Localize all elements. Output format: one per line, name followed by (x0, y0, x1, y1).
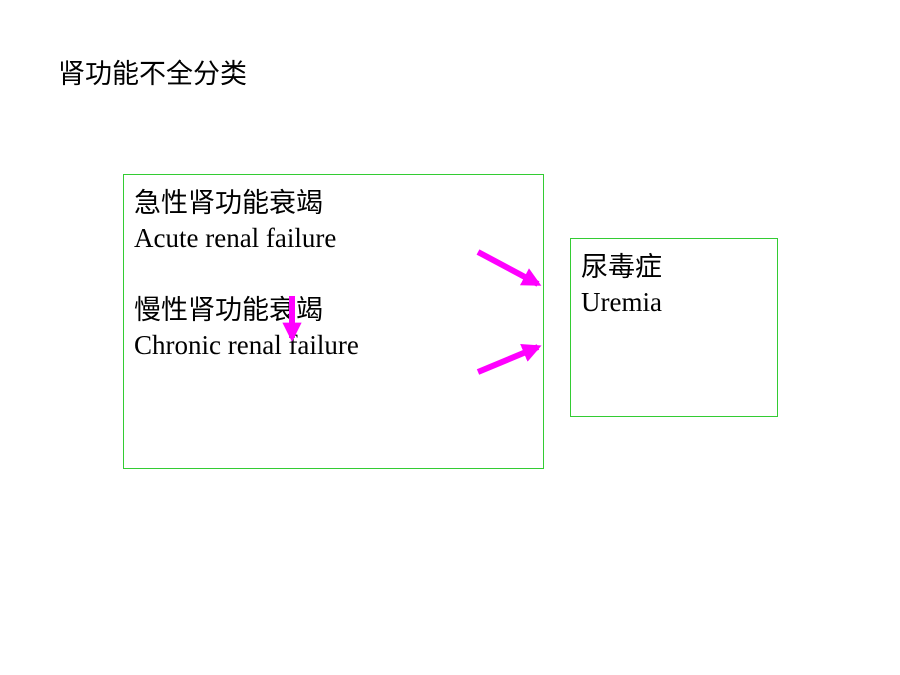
acute-to-uremia-arrow (476, 249, 542, 287)
acute-renal-failure-zh: 急性肾功能衰竭 (134, 188, 323, 219)
chronic-renal-failure-en: Chronic renal failure (134, 330, 359, 360)
uremia-zh: 尿毒症 (581, 252, 662, 283)
chronic-to-uremia-arrow (476, 344, 542, 375)
acute-renal-failure-en: Acute renal failure (134, 223, 337, 253)
uremia-en: Uremia (581, 287, 662, 317)
uremia-box: 尿毒症 Uremia (570, 238, 778, 417)
slide-title: 肾功能不全分类 (58, 59, 247, 90)
